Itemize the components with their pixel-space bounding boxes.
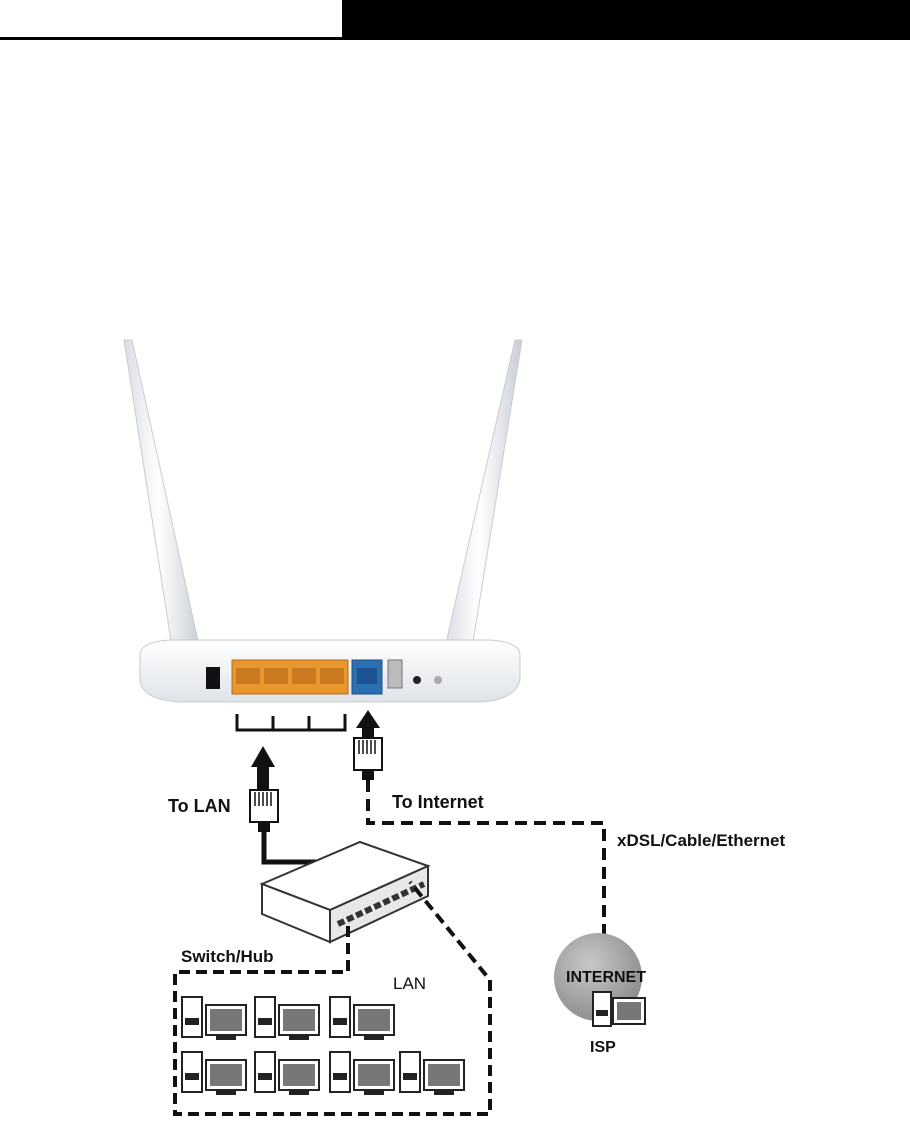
connection-type-label: xDSL/Cable/Ethernet [617, 831, 785, 850]
lan-cable [261, 832, 318, 865]
lan-computer-2 [254, 996, 320, 1040]
lan-computer-6 [329, 1051, 395, 1095]
usb-port [387, 659, 403, 689]
to-lan-label: To LAN [168, 796, 231, 816]
lan-computers [181, 996, 465, 1095]
internet-label: INTERNET [566, 969, 646, 986]
switch-hub [259, 840, 431, 944]
lan-computer-3 [329, 996, 395, 1040]
internet-arrow [356, 710, 380, 738]
internet-cable [366, 780, 606, 940]
lan-label: LAN [393, 974, 426, 993]
wan-port [351, 659, 383, 695]
header-left-segment [0, 0, 342, 40]
lan-port-1 [236, 668, 260, 684]
router [123, 339, 523, 703]
lan-computer-7 [399, 1051, 465, 1095]
internet-rj45-plug [353, 737, 383, 780]
header-right-segment [342, 0, 910, 40]
lan-port-2 [264, 668, 288, 684]
wps-button [434, 676, 442, 684]
switch-to-lan-cable [173, 880, 492, 1116]
lan-port-4 [320, 668, 344, 684]
lan-port-bank [231, 659, 349, 695]
right-antenna [443, 339, 523, 661]
lan-computer-5 [254, 1051, 320, 1095]
lan-ports-bracket [235, 714, 347, 732]
isp-computer [592, 991, 646, 1027]
isp-label: ISP [590, 1039, 616, 1056]
lan-port-3 [292, 668, 316, 684]
page-header-bar [0, 0, 910, 40]
lan-computer-1 [181, 996, 247, 1040]
lan-computer-4 [181, 1051, 247, 1095]
to-internet-label: To Internet [392, 792, 484, 812]
reset-button [413, 676, 421, 684]
lan-rj45-plug [249, 789, 279, 832]
left-antenna [123, 339, 201, 661]
power-jack [206, 667, 220, 689]
switch-hub-label: Switch/Hub [181, 947, 274, 966]
lan-arrow [251, 746, 275, 791]
